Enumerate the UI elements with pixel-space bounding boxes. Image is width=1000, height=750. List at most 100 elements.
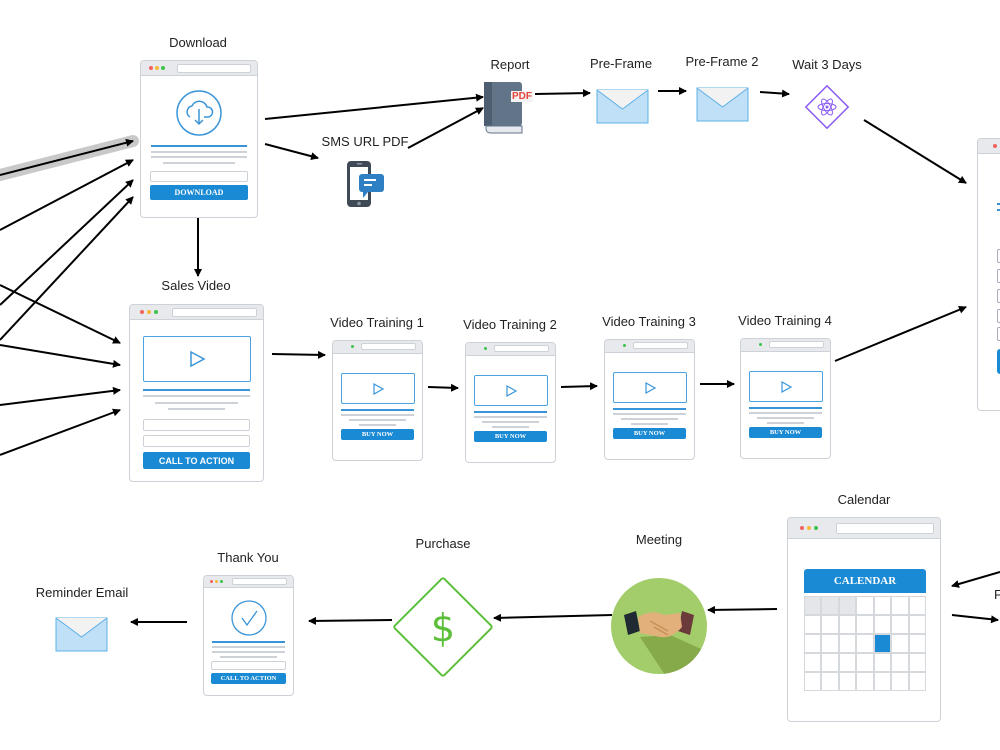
pre-frame-envelope-icon[interactable]: [596, 89, 650, 125]
flow-arrow: [493, 613, 613, 622]
calendar-day-cell[interactable]: [908, 653, 926, 672]
wait-atom-icon[interactable]: [800, 80, 854, 134]
call-to-action-button[interactable]: CALL TO ACTION: [211, 673, 286, 684]
calendar-grid[interactable]: [804, 596, 926, 692]
calendar-page-node[interactable]: CALENDAR: [787, 517, 941, 722]
cloud-download-icon: [176, 90, 222, 136]
flow-arrow: [759, 89, 790, 98]
calendar-day-cell[interactable]: [804, 672, 822, 691]
pre-frame-label: Pre-Frame: [589, 56, 653, 71]
calendar-day-cell[interactable]: [908, 672, 926, 691]
flow-arrow: [0, 159, 134, 231]
calendar-day-cell[interactable]: [821, 634, 839, 653]
meeting-handshake-icon[interactable]: [610, 577, 708, 675]
video-training-page-node[interactable]: BUY NOW: [740, 338, 831, 459]
calendar-day-cell[interactable]: [891, 596, 909, 615]
video-player[interactable]: [613, 372, 687, 403]
flow-arrow: [0, 408, 121, 456]
flow-arrow: [951, 571, 1000, 588]
flow-arrow: [534, 89, 591, 98]
flow-arrow: [707, 605, 778, 614]
calendar-day-cell[interactable]: [908, 634, 926, 653]
wait-label: Wait 3 Days: [792, 57, 862, 72]
pre-frame-2-envelope-icon[interactable]: [696, 87, 750, 123]
flow-arrow: [264, 93, 484, 120]
calendar-day-cell[interactable]: [908, 615, 926, 634]
purchase-dollar-icon[interactable]: $: [391, 575, 495, 679]
video-player[interactable]: [143, 336, 251, 382]
download-page-node[interactable]: DOWNLOAD: [140, 60, 258, 218]
offscreen-form-page-node[interactable]: [977, 138, 1000, 411]
reminder-email-label: Reminder Email: [35, 585, 129, 600]
calendar-day-cell[interactable]: [804, 615, 822, 634]
calendar-day-cell[interactable]: [856, 653, 874, 672]
calendar-day-cell[interactable]: [891, 672, 909, 691]
buy-now-button[interactable]: BUY NOW: [474, 431, 547, 442]
flow-arrow: [271, 350, 326, 359]
calendar-label: Calendar: [837, 492, 891, 507]
calendar-day-cell[interactable]: [856, 615, 874, 634]
buy-now-button[interactable]: BUY NOW: [613, 428, 686, 439]
svg-text:$: $: [431, 606, 455, 650]
calendar-day-cell[interactable]: [856, 672, 874, 691]
calendar-day-cell[interactable]: [821, 653, 839, 672]
thank-you-page-node[interactable]: CALL TO ACTION: [203, 575, 294, 696]
sms-phone-icon[interactable]: [345, 160, 387, 210]
calendar-day-cell[interactable]: [838, 672, 857, 691]
calendar-day-cell[interactable]: [873, 634, 892, 653]
buy-now-button[interactable]: BUY NOW: [341, 429, 414, 440]
calendar-day-cell[interactable]: [838, 653, 857, 672]
call-to-action-button[interactable]: CALL TO ACTION: [143, 452, 250, 469]
buy-now-button[interactable]: BUY NOW: [749, 427, 822, 438]
calendar-day-cell[interactable]: [804, 596, 822, 615]
video-training-page-node[interactable]: BUY NOW: [332, 340, 423, 461]
calendar-day-cell[interactable]: [821, 672, 839, 691]
calendar-day-cell[interactable]: [838, 634, 857, 653]
calendar-day-cell[interactable]: [821, 596, 839, 615]
pdf-badge: PDF: [511, 91, 533, 102]
video-player[interactable]: [749, 371, 823, 402]
report-book-icon[interactable]: PDF: [484, 82, 533, 134]
video-training-page-node[interactable]: BUY NOW: [604, 339, 695, 460]
calendar-day-cell[interactable]: [804, 634, 822, 653]
calendar-day-cell[interactable]: [873, 653, 892, 672]
video-training-label: Video Training 2: [463, 317, 557, 332]
calendar-day-cell[interactable]: [908, 596, 926, 615]
download-button[interactable]: DOWNLOAD: [150, 185, 248, 200]
calendar-day-cell[interactable]: [891, 634, 909, 653]
report-label: Report: [490, 57, 530, 72]
flow-arrow: [560, 382, 598, 391]
calendar-day-cell[interactable]: [873, 596, 892, 615]
calendar-day-cell[interactable]: [873, 672, 892, 691]
video-training-label: Video Training 3: [602, 314, 696, 329]
pre-frame-2-label: Pre-Frame 2: [685, 54, 759, 69]
video-training-label: Video Training 4: [738, 313, 832, 328]
calendar-day-cell[interactable]: [838, 596, 857, 615]
play-icon: [645, 381, 656, 394]
purchase-label: Purchase: [415, 536, 471, 551]
reminder-email-envelope-icon[interactable]: [55, 617, 109, 653]
video-training-page-node[interactable]: BUY NOW: [465, 342, 556, 463]
sales-video-page-node[interactable]: CALL TO ACTION: [129, 304, 264, 482]
flow-arrow: [0, 138, 134, 176]
calendar-day-cell[interactable]: [838, 615, 857, 634]
calendar-day-cell[interactable]: [856, 634, 874, 653]
calendar-day-cell[interactable]: [856, 596, 874, 615]
offscreen-node-label: F: [994, 587, 1000, 602]
calendar-header: CALENDAR: [804, 569, 926, 593]
flow-arrow: [834, 305, 967, 362]
calendar-day-cell[interactable]: [891, 615, 909, 634]
flow-arrow: [951, 614, 999, 624]
calendar-day-cell[interactable]: [821, 615, 839, 634]
flow-arrow: [863, 119, 967, 184]
flow-arrow: [0, 284, 121, 344]
calendar-day-cell[interactable]: [804, 653, 822, 672]
calendar-day-cell[interactable]: [891, 653, 909, 672]
sales-video-label: Sales Video: [161, 278, 231, 293]
video-player[interactable]: [474, 375, 548, 406]
flow-arrow: [308, 616, 393, 625]
calendar-day-cell[interactable]: [873, 615, 892, 634]
thank-you-label: Thank You: [217, 550, 279, 565]
video-player[interactable]: [341, 373, 415, 404]
